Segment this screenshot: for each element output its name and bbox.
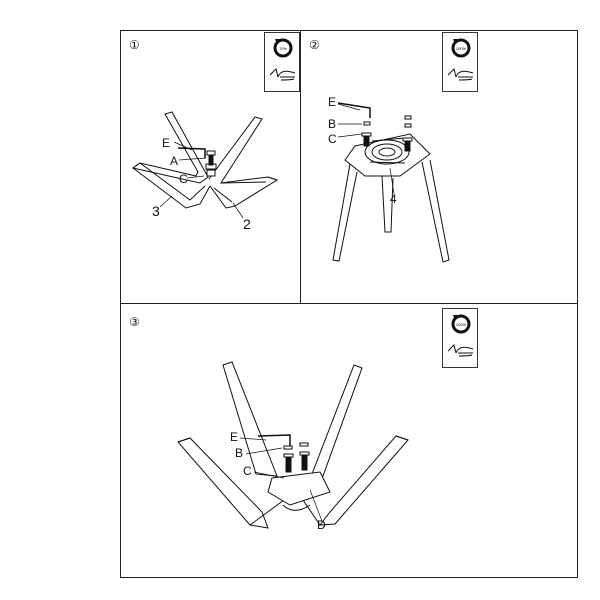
step-1-label-3: 3 [152, 203, 160, 219]
step-1-number: ① [129, 38, 140, 52]
center-plate-3 [267, 471, 331, 511]
leg-frame-right [302, 364, 409, 526]
panel-divider-horizontal [120, 303, 578, 304]
leg-frame-3 [131, 111, 211, 209]
bolts-step-3 [257, 434, 310, 473]
mounting-plate [344, 133, 431, 177]
chair-legs [332, 159, 450, 263]
step-3-label-b: B [235, 446, 244, 460]
step-1-tool-badge: 70% [264, 32, 300, 92]
panel-divider-vertical [300, 30, 301, 303]
pointer-lines-3 [239, 437, 323, 522]
step-1-label-c: C [179, 172, 188, 186]
leg-frame-2 [208, 116, 279, 209]
step-1-illustration [131, 111, 279, 219]
step-2-illustration [332, 102, 450, 263]
step-1-rotation-label: 70% [279, 46, 287, 51]
hand-allen-key-icon [269, 68, 296, 81]
step-2-label-4: 4 [390, 192, 397, 206]
hand-allen-key-icon [447, 68, 474, 81]
step-3-label-d: D [317, 518, 326, 532]
bolt-assembly-1 [177, 147, 217, 177]
step-3-rotation-label: 100% [456, 322, 467, 327]
step-2-label-e: E [328, 95, 337, 109]
pointer-lines-2 [337, 103, 395, 195]
rotate-arrow-icon [273, 38, 293, 58]
step-2-tool-badge: 100% [442, 32, 478, 92]
hand-allen-key-icon [447, 344, 474, 357]
bolts-step-2 [337, 102, 413, 152]
step-1-label-a: A [170, 154, 179, 168]
leg-frame-left [177, 361, 285, 529]
step-2-label-b: B [328, 117, 337, 131]
step-1-label-2: 2 [243, 216, 251, 232]
step-2-label-c: C [328, 132, 337, 146]
instruction-sheet [120, 30, 578, 578]
step-3-label-e: E [230, 430, 239, 444]
pointer-lines-1 [159, 141, 244, 219]
step-1-label-e: E [162, 136, 171, 150]
step-3-illustration [177, 361, 409, 529]
rotate-arrow-icon [451, 38, 471, 58]
step-3-tool-badge: 100% [442, 308, 478, 368]
step-2-rotation-label: 100% [456, 46, 467, 51]
step-3-label-c: C [243, 464, 252, 478]
step-3-number: ③ [129, 315, 140, 329]
step-2-number: ② [309, 38, 320, 52]
rotate-arrow-icon [451, 314, 471, 334]
